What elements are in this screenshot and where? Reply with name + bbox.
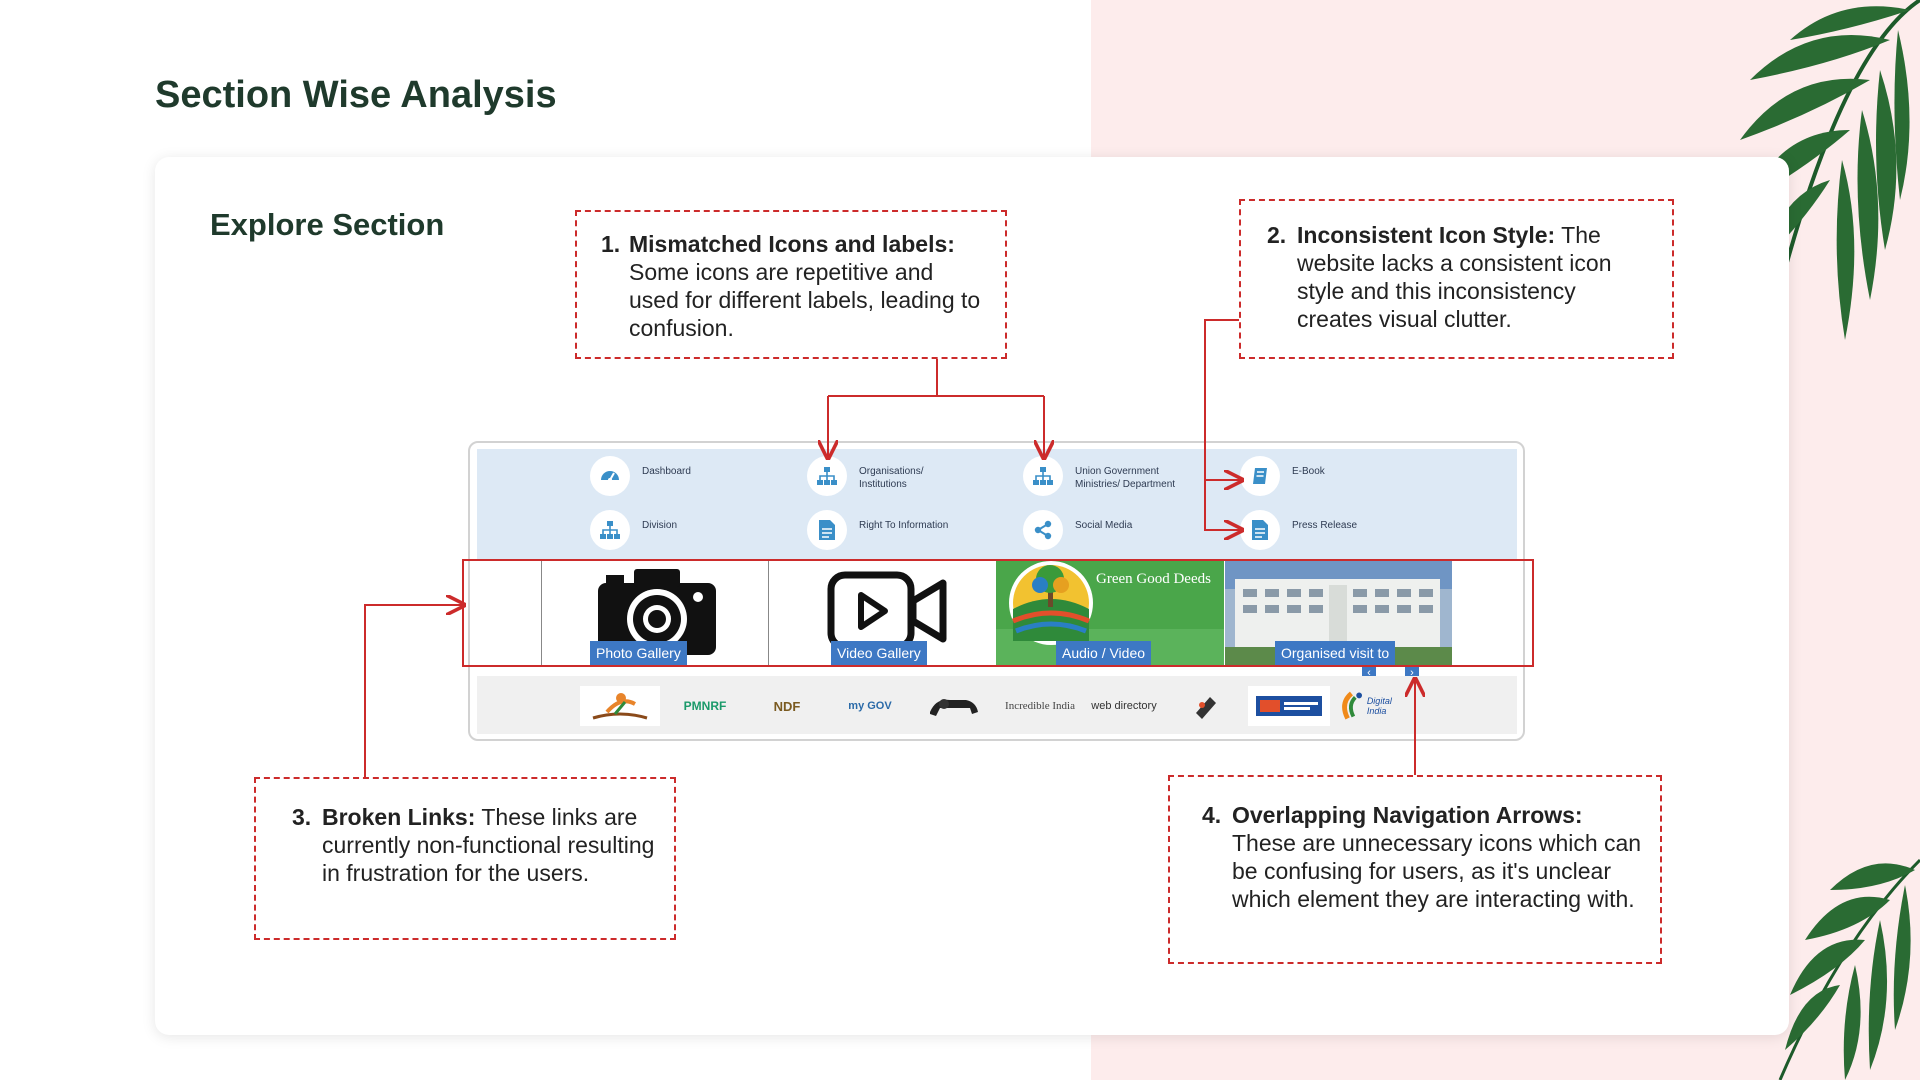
document-icon (1240, 510, 1280, 550)
book-icon (1240, 456, 1280, 496)
callout-body: Some icons are repetitive and used for d… (629, 259, 981, 341)
callout-broken-links: 3. Broken Links: These links are current… (254, 777, 676, 940)
gallery-tile-visit[interactable]: Organised visit to (1225, 559, 1452, 667)
partner-logo-mygov[interactable]: my GOV (848, 700, 892, 712)
camera-icon (598, 569, 716, 655)
callout-inconsistent-style: 2. Inconsistent Icon Style: The website … (1239, 199, 1674, 359)
org-chart-icon (590, 510, 630, 550)
gallery-tile-audio[interactable]: Green Good Deeds Audio / Video (996, 559, 1224, 667)
callout-body: The website lacks a consistent icon styl… (1297, 222, 1612, 332)
partner-logo-digital-india-call[interactable] (1248, 686, 1330, 726)
explore-label: E-Book (1292, 466, 1325, 477)
explore-label: Union Government Ministries/ Department (1075, 466, 1176, 490)
explore-label: Right To Information (859, 520, 949, 531)
document-icon (807, 510, 847, 550)
explore-label: Organisations/ Institutions (859, 466, 924, 490)
section-title: Explore Section (210, 207, 445, 242)
explore-panel (477, 449, 1517, 559)
dashboard-icon (590, 456, 630, 496)
partner-logo-incredible-india[interactable]: Incredible India (1005, 700, 1075, 712)
gallery-tile-photo[interactable]: Photo Gallery (542, 559, 769, 667)
org-chart-icon (1023, 456, 1063, 496)
callout-overlapping-arrows: 4. Overlapping Navigation Arrows: These … (1168, 775, 1662, 964)
partner-logo-fit-india[interactable] (580, 686, 660, 726)
callout-mismatched-icons: 1. Mismatched Icons and labels: Some ico… (575, 210, 1007, 359)
banner-title: Green Good Deeds (1096, 571, 1211, 587)
callout-body: These are unnecessary icons which can be… (1232, 830, 1642, 912)
gallery-caption: Audio / Video (1056, 641, 1152, 665)
callout-title: Mismatched Icons and labels: (629, 231, 955, 257)
palm-leaf-top-right (1740, 0, 1920, 371)
explore-label: Social Media (1075, 520, 1133, 531)
partner-logo-make-in-india[interactable] (924, 686, 984, 726)
explore-label: Press Release (1292, 520, 1358, 531)
partner-logo-pmnrf[interactable]: PMNRF (683, 699, 727, 713)
explore-label: Division (642, 520, 678, 531)
page-title: Section Wise Analysis (155, 74, 557, 116)
partner-logo-digital-india[interactable]: Digital India (1338, 686, 1412, 726)
gallery-caption: Video Gallery (831, 641, 927, 665)
share-icon (1023, 510, 1063, 550)
gallery-tile-video[interactable]: Video Gallery (769, 559, 995, 667)
gallery-caption: Organised visit to (1275, 641, 1396, 665)
callout-title: Overlapping Navigation Arrows: (1232, 802, 1583, 828)
divider (541, 559, 542, 667)
explore-label: Dashboard (642, 466, 691, 477)
callout-body: These links are currently non-functional… (322, 804, 655, 886)
callout-title: Inconsistent Icon Style: (1297, 222, 1556, 248)
partner-logo-voting[interactable] (1185, 686, 1225, 726)
partner-logo-ndf[interactable]: NDF (773, 698, 801, 714)
partner-logo-web-directory[interactable]: web directory (1091, 700, 1157, 712)
callout-title: Broken Links: (322, 804, 476, 830)
green-good-deeds-banner (996, 559, 1224, 667)
gallery-caption: Photo Gallery (590, 641, 687, 665)
palm-leaf-bottom-right (1778, 858, 1920, 1080)
